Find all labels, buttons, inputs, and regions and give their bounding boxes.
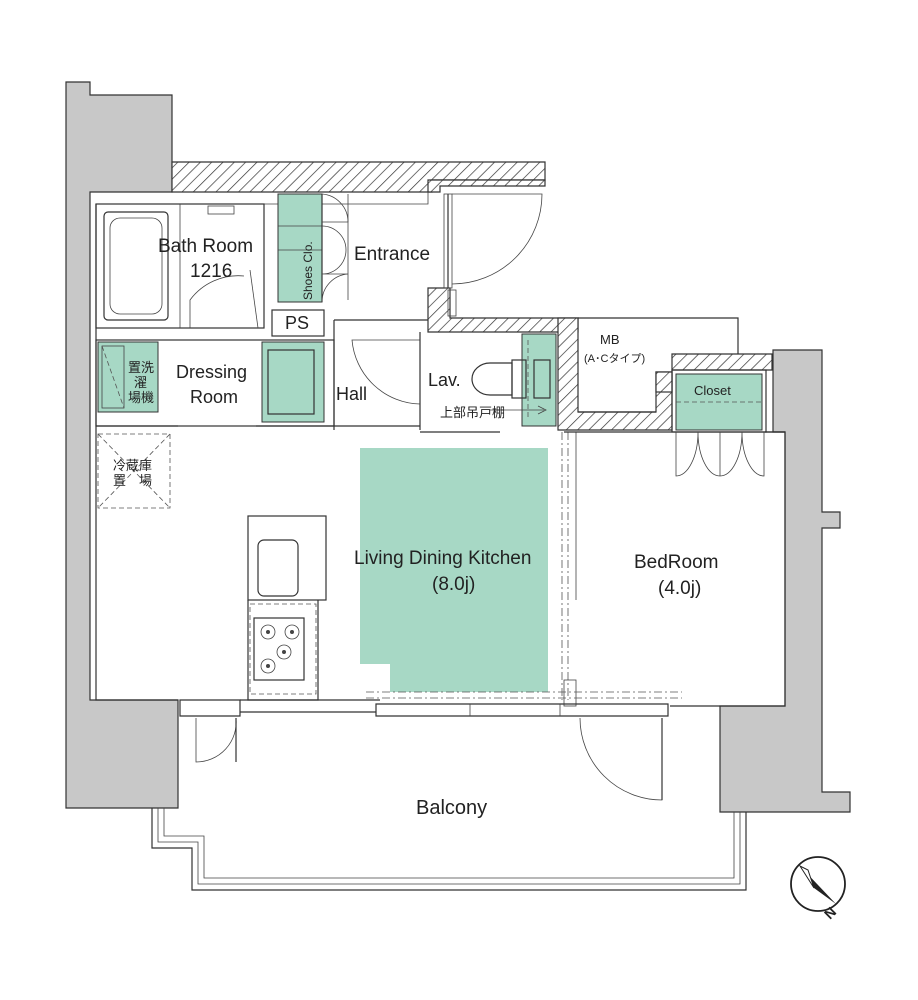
dressing-sink <box>267 349 315 415</box>
ldk-floor-highlight <box>360 448 548 692</box>
washer-label-line1: 置洗 <box>128 360 154 375</box>
bath-size-label: 1216 <box>190 261 232 282</box>
lav-sink <box>533 359 551 399</box>
entrance-door-swing <box>451 193 543 285</box>
bath-room-label: Bath Room <box>158 236 253 257</box>
fridge-label-line2: 置 場 <box>113 473 152 488</box>
mb-label: MB <box>600 332 620 347</box>
closet-door-swing <box>675 431 765 477</box>
lav-cabinet <box>521 333 557 427</box>
kitchen-sink <box>257 539 299 597</box>
ps-label: PS <box>285 313 309 333</box>
shoes-closet-label: Shoes Clo. <box>301 241 315 300</box>
top-hatched-wall <box>171 161 546 193</box>
upper-cabinet-label: 上部吊戸棚 <box>440 405 505 420</box>
balcony-small-door-swing <box>195 717 237 763</box>
bathtub <box>103 211 169 321</box>
left-structural-wall <box>65 81 179 809</box>
closet-box <box>671 369 767 433</box>
mb-box <box>578 317 739 354</box>
closet-label: Closet <box>694 383 731 398</box>
closet-left-hatch <box>655 371 673 393</box>
washer-label-line3: 場機 <box>128 390 154 405</box>
ldk-label: Living Dining Kitchen <box>354 548 531 569</box>
hall-label: Hall <box>336 384 367 404</box>
mb-type-label: (A･Cタイプ) <box>584 352 645 365</box>
entrance-label: Entrance <box>354 244 430 265</box>
bath-faucet <box>207 205 235 215</box>
lav-label: Lav. <box>428 370 461 390</box>
washer-label-line2: 濯 <box>134 375 147 390</box>
hall-door-swing <box>351 339 421 405</box>
north-arrow-icon <box>790 856 846 912</box>
bedroom-label: BedRoom <box>634 552 719 573</box>
entrance-door-wall <box>427 179 546 193</box>
balcony-bedroom-door-swing <box>579 717 663 801</box>
lav-top-hatched-wall <box>427 287 579 333</box>
fridge-label-line1: 冷蔵庫 <box>113 458 152 473</box>
toilet-bowl <box>471 362 513 396</box>
ldk-window-frame <box>375 703 669 717</box>
balcony-label: Balcony <box>416 797 487 819</box>
stove-burner-icon <box>260 624 300 674</box>
kitchen-counter <box>247 515 327 601</box>
bath-door-swing <box>189 275 245 328</box>
dressing-sink-counter <box>261 341 325 423</box>
shoes-closet-door-swing <box>321 193 349 303</box>
ps-shaft <box>271 309 325 337</box>
ldk-size-label: (8.0j) <box>432 574 475 595</box>
bedroom-size-label: (4.0j) <box>658 578 701 599</box>
dressing-room-label-line1: Dressing <box>176 362 247 382</box>
balcony-rail <box>151 808 747 891</box>
washer-space <box>97 341 159 413</box>
shoes-closet-fill <box>277 193 323 303</box>
stove-top <box>249 603 317 695</box>
bathtub-inner <box>109 217 163 315</box>
dressing-room-label-line2: Room <box>190 387 238 407</box>
fridge-space <box>97 433 171 509</box>
